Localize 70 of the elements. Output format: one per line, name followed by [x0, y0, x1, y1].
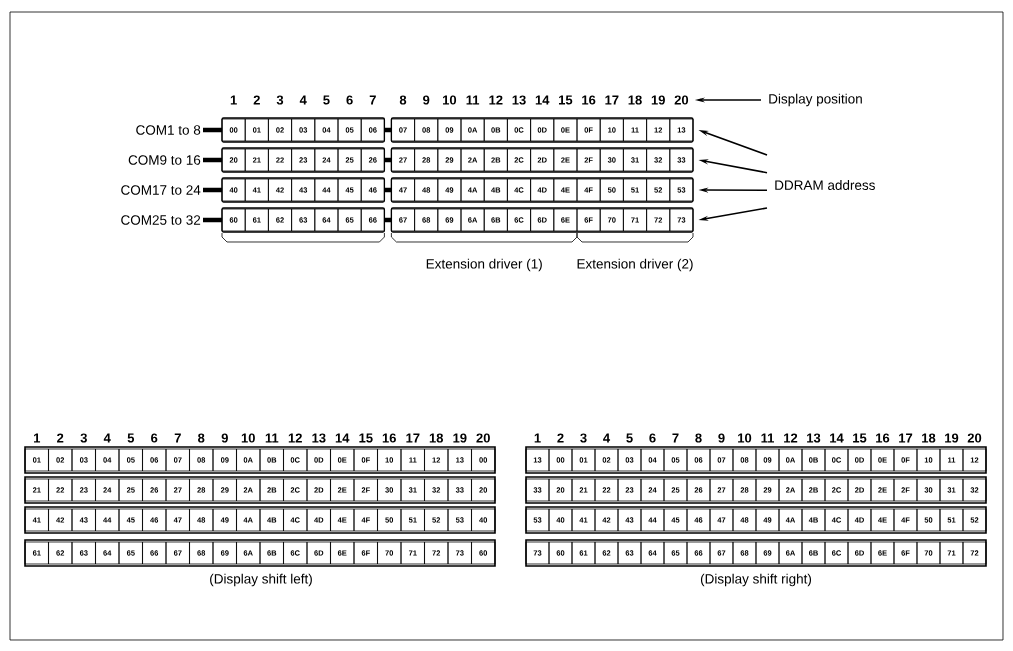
driver-label: Extension driver (1) — [426, 258, 542, 272]
signal-label: COM25 to 32 — [121, 215, 201, 225]
column-number: 20 — [967, 433, 982, 443]
column-number: 7 — [672, 433, 679, 443]
column-number: 19 — [453, 433, 467, 443]
column-number: 3 — [580, 433, 587, 443]
column-number: 10 — [241, 433, 255, 443]
column-number: 8 — [198, 433, 205, 443]
column-number: 15 — [559, 95, 573, 105]
column-number: 1 — [230, 95, 237, 105]
column-number: 12 — [288, 433, 302, 443]
column-number: 2 — [557, 433, 564, 443]
annotation-text: DDRAM address — [775, 180, 875, 190]
column-number: 13 — [312, 433, 326, 443]
column-number: 5 — [127, 433, 135, 443]
column-number: 9 — [423, 95, 430, 105]
annotation-text: Display position — [769, 93, 862, 107]
column-number: 14 — [830, 433, 844, 443]
column-number: 12 — [784, 433, 798, 443]
column-number: 8 — [399, 95, 407, 105]
column-number: 14 — [335, 433, 350, 443]
column-number: 11 — [466, 95, 480, 105]
column-number: 11 — [265, 433, 279, 443]
column-number: 8 — [695, 433, 702, 443]
column-number: 17 — [899, 433, 913, 443]
column-number: 4 — [603, 433, 611, 443]
column-number: 4 — [299, 95, 307, 105]
column-number: 10 — [443, 95, 457, 105]
column-number: 16 — [382, 433, 396, 443]
column-number: 19 — [651, 95, 665, 105]
signal-label: COM17 to 24 — [121, 185, 201, 195]
column-number: 9 — [221, 433, 228, 443]
column-number: 12 — [489, 95, 503, 105]
column-number: 6 — [346, 95, 353, 105]
column-number: 3 — [80, 433, 87, 443]
column-number: 2 — [253, 95, 260, 105]
column-number: 18 — [628, 95, 642, 105]
driver-label: Extension driver (2) — [577, 258, 693, 272]
column-number: 5 — [626, 433, 633, 443]
column-number: 6 — [151, 433, 158, 443]
column-number: 1 — [534, 433, 541, 443]
column-number: 9 — [718, 433, 725, 443]
column-number: 11 — [761, 433, 774, 443]
column-number: 4 — [103, 433, 111, 443]
column-number: 7 — [369, 95, 376, 105]
signal-label: COM1 to 8 — [136, 125, 201, 135]
column-number: 16 — [582, 95, 596, 105]
column-number: 17 — [406, 433, 420, 443]
column-number: 15 — [853, 433, 867, 443]
column-number: 17 — [605, 95, 619, 105]
column-number: 13 — [807, 433, 821, 443]
column-number: 20 — [674, 95, 689, 105]
table-caption: (Display shift right) — [700, 573, 811, 587]
column-number: 16 — [876, 433, 890, 443]
table-caption: (Display shift left) — [210, 573, 312, 587]
column-number: 15 — [359, 433, 373, 443]
column-number: 10 — [738, 433, 752, 443]
column-number: 18 — [922, 433, 936, 443]
column-number: 7 — [174, 433, 181, 443]
column-number: 3 — [276, 95, 284, 105]
column-number: 2 — [57, 433, 64, 443]
column-number: 20 — [476, 433, 490, 443]
column-number: 5 — [323, 95, 330, 105]
column-number: 19 — [945, 433, 959, 443]
column-number: 18 — [429, 433, 444, 443]
column-number: 1 — [34, 433, 41, 443]
column-number: 14 — [535, 95, 550, 105]
signal-label: COM9 to 16 — [128, 155, 201, 165]
column-number: 13 — [512, 95, 526, 105]
column-number: 6 — [649, 433, 656, 443]
